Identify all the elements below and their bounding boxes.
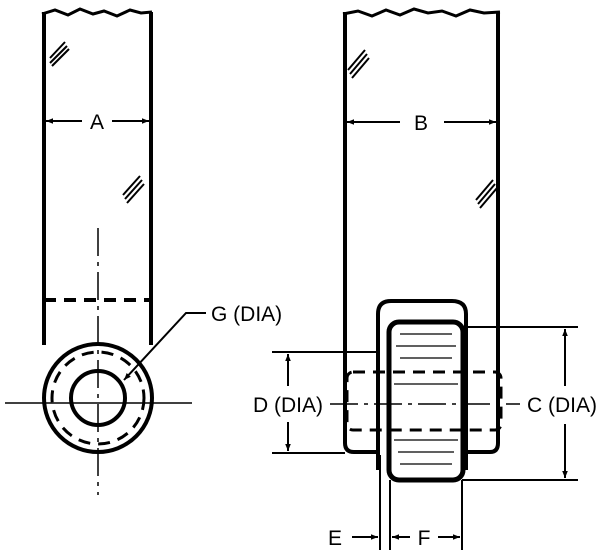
- label-f: F: [418, 527, 431, 550]
- left-view: [5, 7, 206, 495]
- labels: A B G (DIA) D (DIA) C (DIA) E F: [90, 111, 597, 550]
- label-e: E: [328, 527, 342, 550]
- left-break-line: [41, 7, 153, 18]
- label-c: C (DIA): [527, 394, 597, 417]
- left-hidden-circle: [50, 350, 146, 446]
- right-body-outline: [343, 352, 500, 454]
- left-hatch-marks: [49, 41, 145, 204]
- label-d: D (DIA): [253, 394, 323, 417]
- right-break-line: [342, 7, 501, 18]
- right-roller-inner: [386, 319, 466, 483]
- label-b: B: [414, 112, 428, 135]
- right-view: [272, 7, 578, 550]
- right-roller-texture: [394, 333, 458, 465]
- label-g: G (DIA): [211, 303, 282, 326]
- right-roller-outer: [376, 299, 468, 470]
- dim-g-leader: [123, 312, 206, 381]
- label-a: A: [90, 111, 104, 134]
- right-hidden-bore: [345, 370, 503, 432]
- right-hatch-marks: [347, 49, 498, 209]
